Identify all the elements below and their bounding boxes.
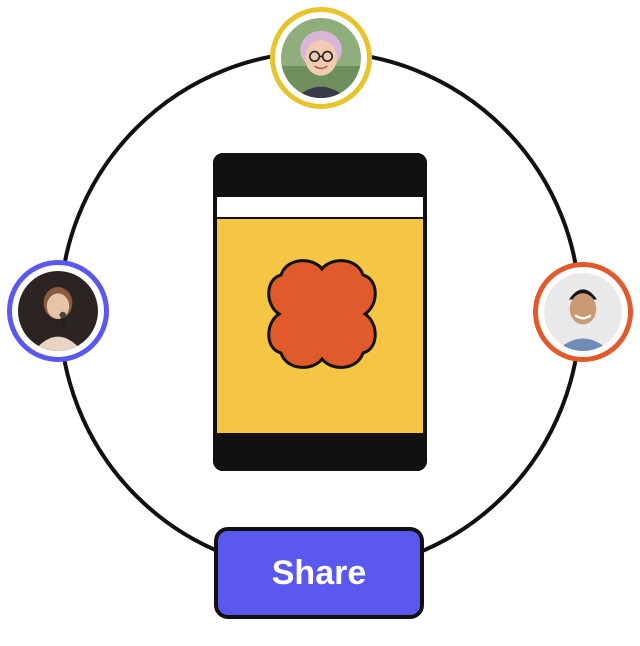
phone-top-bar (213, 153, 427, 197)
phone-status-bar (217, 197, 423, 217)
phone-bottom-bar (213, 435, 427, 471)
phone-mockup (213, 153, 427, 471)
flower-logo-icon (267, 259, 377, 369)
avatar-right[interactable] (533, 262, 633, 362)
person-glasses-pink-hair-photo (281, 18, 361, 98)
avatar-left[interactable] (7, 260, 109, 362)
phone-screen (217, 219, 423, 433)
person-smiling-photo (544, 273, 622, 351)
person-with-microphone-photo (18, 271, 98, 351)
avatar-top[interactable] (270, 7, 372, 109)
share-button[interactable]: Share (214, 527, 424, 619)
